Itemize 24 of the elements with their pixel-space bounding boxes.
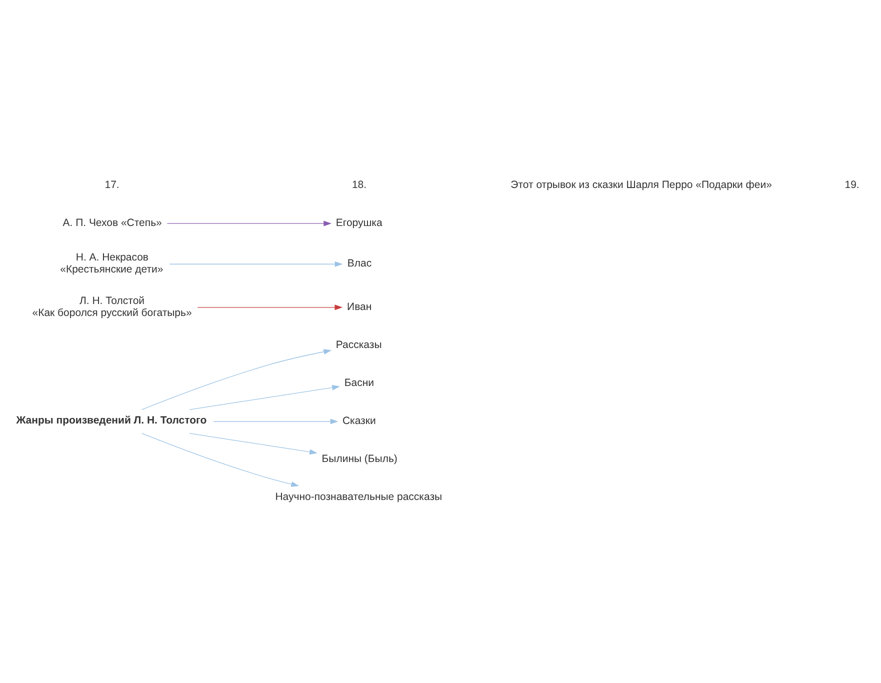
- node-text: Иван: [347, 302, 372, 313]
- node-text: Егорушка: [336, 218, 382, 229]
- node-text: Басни: [344, 378, 374, 389]
- arrow: [141, 433, 300, 487]
- arrow: [169, 261, 343, 267]
- arrow: [189, 384, 340, 410]
- node-text: А. П. Чехов «Степь»: [62, 218, 162, 229]
- label: Этот отрывок из сказки Шарля Перро «Подарки феи»: [510, 180, 772, 191]
- arrow: [197, 304, 343, 310]
- node-text: Сказки: [342, 416, 376, 427]
- label: 19.: [844, 180, 860, 191]
- node-text: Л. Н. Толстой «Как боролся русский богатырь»: [32, 296, 192, 319]
- node-text: Н. А. Некрасов «Крестьянские дети»: [60, 252, 164, 276]
- node-text: Научно-познавательные рассказы: [275, 492, 442, 504]
- node-text: Влас: [347, 258, 372, 270]
- arrow: [213, 418, 338, 424]
- label: 18.: [352, 180, 367, 191]
- node-text: Былины (Быль): [322, 454, 398, 466]
- node-text: Рассказы: [336, 340, 382, 351]
- arrow: [141, 349, 332, 410]
- label: 17.: [104, 180, 120, 191]
- arrow: [189, 433, 318, 455]
- node-text: Жанры произведений Л. Н. Толстого: [16, 415, 207, 426]
- arrow: [166, 220, 332, 226]
